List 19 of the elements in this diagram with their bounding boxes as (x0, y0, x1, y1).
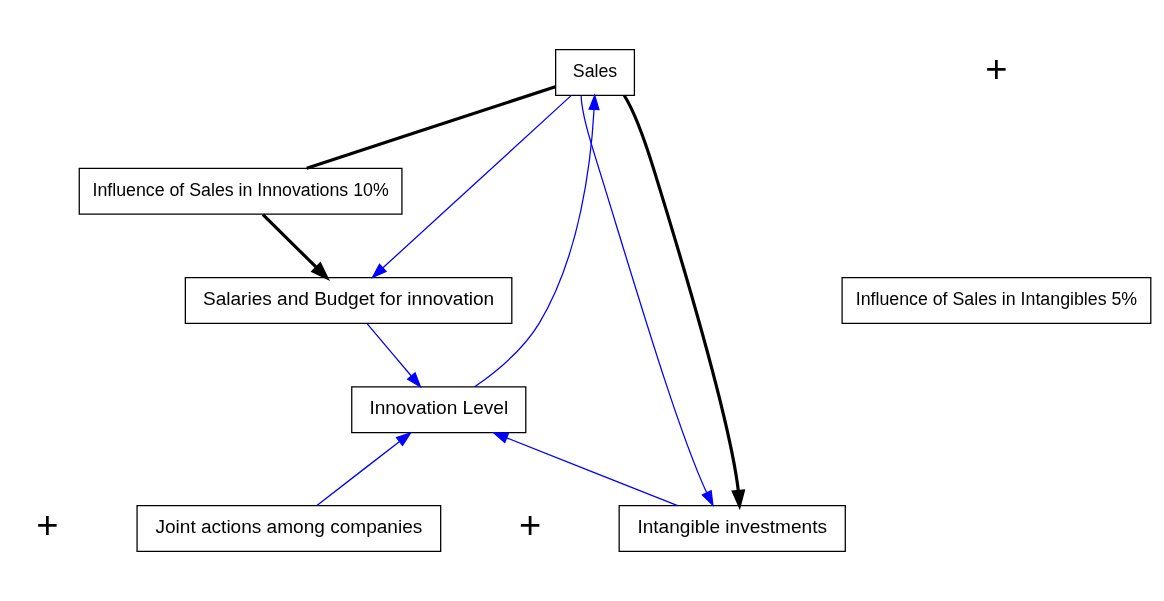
node-box: Influence of Sales in Intangibles 5% (841, 277, 1152, 324)
arrow (366, 323, 422, 389)
node-box: Innovation Level (351, 386, 527, 434)
label: + (519, 504, 542, 547)
node-box: Sales (555, 48, 636, 96)
arrow (580, 94, 714, 508)
label: + (36, 504, 59, 547)
connector (306, 85, 556, 170)
node-box: Joint actions among companies (136, 505, 442, 553)
arrow (622, 94, 746, 511)
arrow (491, 432, 679, 507)
arrow (316, 431, 413, 507)
node-box: Salaries and Budget for innovation (184, 277, 513, 324)
node-box: Intangible investments (618, 505, 846, 553)
label: + (985, 48, 1008, 90)
node-box: Influence of Sales in Innovations 10% (78, 167, 403, 215)
arrow (371, 94, 573, 279)
arrow (261, 213, 331, 281)
arrow (474, 93, 600, 388)
